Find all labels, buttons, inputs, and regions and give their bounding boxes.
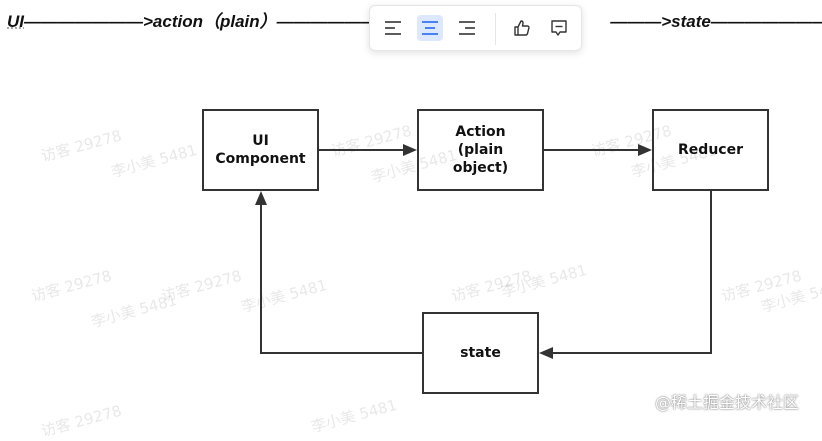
align-left-button[interactable]: [380, 15, 406, 41]
flow-diagram: [202, 109, 769, 394]
arrowhead-state: [539, 347, 553, 359]
align-left-icon: [385, 21, 401, 35]
text-ui-start: UI: [7, 12, 24, 31]
document-text-line: UI———————>action（plain）———————>r———>stat…: [7, 12, 822, 32]
arrow-state-to-ui: [260, 203, 423, 354]
arrowhead-reducer: [638, 144, 652, 156]
align-center-icon: [422, 21, 438, 35]
ui-component-label: UI Component: [215, 133, 306, 167]
thumbs-up-icon: [514, 20, 530, 36]
state-label: state: [460, 345, 501, 361]
toolbar-divider: [495, 13, 496, 45]
text-arrow-state-ui: ———>state———————>UI: [610, 12, 822, 31]
floating-toolbar: [369, 5, 582, 51]
reducer-label: Reducer: [678, 142, 743, 158]
align-right-button[interactable]: [454, 15, 480, 41]
comment-button[interactable]: [546, 15, 572, 41]
arrowhead-action: [403, 144, 417, 156]
comment-icon: [551, 20, 567, 36]
site-credit-watermark: @稀土掘金技术社区: [655, 393, 800, 412]
arrow-reducer-to-state: [551, 190, 712, 354]
align-right-icon: [459, 21, 475, 35]
action-label: Action (plain object): [452, 124, 509, 176]
arrowhead-ui: [255, 191, 267, 205]
like-button[interactable]: [509, 15, 535, 41]
text-arrow-action: ———————>action（plain）———————>: [24, 12, 406, 31]
align-center-button[interactable]: [417, 15, 443, 41]
